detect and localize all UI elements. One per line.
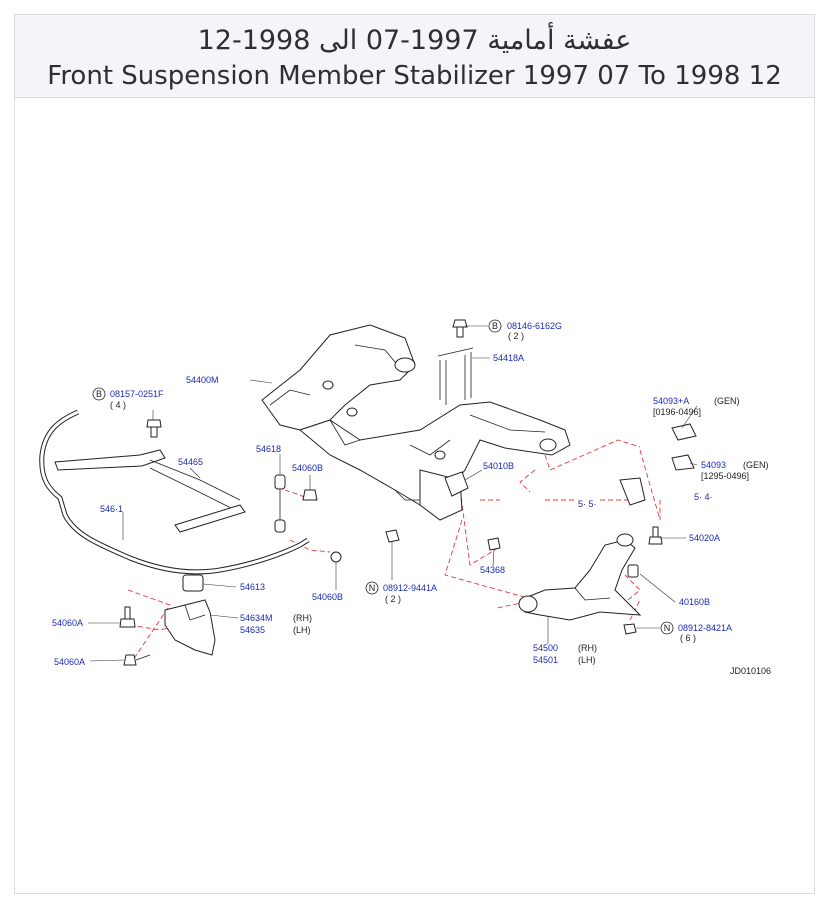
part-range: [1295-0496] bbox=[701, 471, 749, 481]
label-54400M[interactable]: 54400M bbox=[186, 375, 219, 385]
page-title-english: Front Suspension Member Stabilizer 1997 … bbox=[47, 61, 782, 91]
label-leaders bbox=[88, 325, 698, 662]
lower-arm-54500[interactable] bbox=[518, 533, 642, 621]
label-54618[interactable]: 54618 bbox=[256, 444, 281, 454]
part-side: (RH) bbox=[578, 643, 597, 653]
callout-54634M[interactable]: 54634M (RH) 54635 (LH) bbox=[240, 613, 312, 635]
part-note: (GEN) bbox=[714, 396, 740, 406]
bracket-54418A[interactable] bbox=[437, 347, 474, 405]
label-5444[interactable]: 5· 4· bbox=[694, 492, 713, 502]
callout-08157[interactable]: B 08157-0251F ( 4 ) bbox=[92, 387, 164, 410]
badge-b: B bbox=[96, 389, 102, 399]
part-side-alt: (LH) bbox=[293, 625, 311, 635]
bolt-54060A-2[interactable] bbox=[123, 654, 151, 666]
callout-54093[interactable]: 54093 (GEN) [1295-0496] bbox=[701, 460, 769, 481]
badge-b: B bbox=[492, 321, 498, 331]
label-54020A[interactable]: 54020A bbox=[689, 533, 720, 543]
bolt-54020A[interactable] bbox=[648, 526, 663, 545]
bolt-54368[interactable] bbox=[487, 537, 501, 551]
part-number-alt: 54501 bbox=[533, 655, 558, 665]
callout-54500[interactable]: 54500 (RH) 54501 (LH) bbox=[533, 643, 597, 665]
label-54060A-2[interactable]: 54060A bbox=[54, 657, 85, 667]
bushing-54613[interactable] bbox=[182, 574, 204, 592]
nut-54060B-top[interactable] bbox=[302, 489, 318, 501]
part-side-alt: (LH) bbox=[578, 655, 596, 665]
part-note: (GEN) bbox=[743, 460, 769, 470]
part-side: (RH) bbox=[293, 613, 312, 623]
ball-joint-40160B[interactable] bbox=[627, 564, 639, 578]
pad-54093[interactable] bbox=[671, 454, 695, 471]
part-number: 54093+A bbox=[653, 396, 689, 406]
part-number: 54093 bbox=[701, 460, 726, 470]
label-54418A[interactable]: 54418A bbox=[493, 353, 524, 363]
part-number: 08912-8421A bbox=[678, 623, 732, 633]
part-number-alt: 54635 bbox=[240, 625, 265, 635]
label-5461x[interactable]: 546·1 bbox=[100, 504, 123, 514]
part-qty: ( 4 ) bbox=[110, 400, 126, 410]
label-54613[interactable]: 54613 bbox=[240, 582, 265, 592]
stabilizer-bar[interactable] bbox=[39, 409, 310, 575]
part-range: [0196-0496] bbox=[653, 407, 701, 417]
callout-08146[interactable]: B 08146-6162G ( 2 ) bbox=[488, 319, 562, 341]
nut-54060B-bottom[interactable] bbox=[330, 551, 342, 563]
bolt-08146[interactable] bbox=[452, 319, 468, 338]
stabilizer-link-54618[interactable] bbox=[274, 474, 286, 533]
insulator-54010B[interactable] bbox=[444, 471, 469, 497]
bolt-08157[interactable] bbox=[146, 419, 162, 438]
label-40160B[interactable]: 40160B bbox=[679, 597, 710, 607]
stabilizer-clamp-54465[interactable] bbox=[54, 449, 246, 533]
nut-08912-8421A[interactable] bbox=[623, 623, 637, 635]
badge-n: N bbox=[369, 583, 376, 593]
nut-08912-9441A[interactable] bbox=[385, 529, 400, 543]
part-qty: ( 2 ) bbox=[508, 331, 524, 341]
label-54010B[interactable]: 54010B bbox=[483, 461, 514, 471]
stabilizer-plate-54634M[interactable] bbox=[164, 599, 216, 656]
callout-54093A[interactable]: 54093+A (GEN) [0196-0496] bbox=[653, 396, 740, 417]
part-number: 08157-0251F bbox=[110, 389, 164, 399]
label-54060A-1[interactable]: 54060A bbox=[52, 618, 83, 628]
part-number: 08146-6162G bbox=[507, 321, 562, 331]
label-54368[interactable]: 54368 bbox=[480, 565, 505, 575]
label-54060B-top[interactable]: 54060B bbox=[292, 463, 323, 473]
part-qty: ( 2 ) bbox=[385, 594, 401, 604]
page-title-arabic: عفشة أمامية 1997-07 الى 1998-12 bbox=[197, 25, 632, 56]
badge-n: N bbox=[664, 623, 671, 633]
part-qty: ( 6 ) bbox=[680, 633, 696, 643]
part-number: 54634M bbox=[240, 613, 273, 623]
label-54060B-bottom[interactable]: 54060B bbox=[312, 592, 343, 602]
pad-54093A[interactable] bbox=[671, 423, 697, 441]
label-54465[interactable]: 54465 bbox=[178, 457, 203, 467]
front-suspension-member[interactable] bbox=[261, 324, 571, 521]
bracket-right[interactable] bbox=[619, 477, 646, 506]
callout-08912-9441A[interactable]: N 08912-9441A ( 2 ) bbox=[365, 581, 437, 604]
part-number: 54500 bbox=[533, 643, 558, 653]
bolt-54060A-1[interactable] bbox=[119, 606, 136, 628]
part-number: 08912-9441A bbox=[383, 583, 437, 593]
diagram-code: JD010106 bbox=[730, 666, 771, 676]
header-bar: عفشة أمامية 1997-07 الى 1998-12 Front Su… bbox=[15, 15, 814, 98]
label-5454[interactable]: 5· 5· bbox=[578, 499, 597, 509]
callout-08912-8421A[interactable]: N 08912-8421A ( 6 ) bbox=[660, 621, 732, 643]
